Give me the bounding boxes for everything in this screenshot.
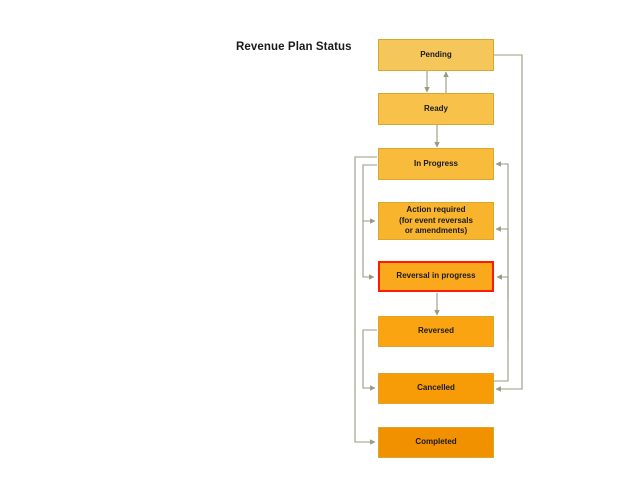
node-reversalip[interactable]: Reversal in progress [378,261,494,292]
node-ready[interactable]: Ready [378,93,494,125]
node-label-pending: Pending [420,49,452,59]
edge-inprogress-to-completed [354,156,377,445]
node-label-cancelled: Cancelled [417,383,455,393]
node-label-inprogress: In Progress [413,158,458,168]
node-reversed[interactable]: Reversed [378,316,494,347]
node-cancelled[interactable]: Cancelled [378,373,494,404]
node-label-ready: Ready [423,103,448,113]
node-inprogress[interactable]: In Progress [378,148,494,180]
edge-pending-to-cancelled [494,54,523,392]
node-label-reversalip: Reversal in progress [396,271,476,281]
page-title: Revenue Plan Status [236,41,352,53]
edge-cancelled-to-reversalip [496,274,509,340]
edge-reversed-to-cancelled [362,329,377,391]
edge-inprogress-to-action [362,164,377,224]
edge-inprogress-to-reversalip [362,221,375,280]
node-label-completed: Completed [415,437,457,447]
edge-cancelled-to-action [495,226,509,300]
node-pending[interactable]: Pending [378,39,494,71]
node-label-action: Action required (for event reversals or … [399,205,473,236]
node-action[interactable]: Action required (for event reversals or … [378,202,494,240]
node-label-reversed: Reversed [417,326,455,336]
node-completed[interactable]: Completed [378,427,494,458]
